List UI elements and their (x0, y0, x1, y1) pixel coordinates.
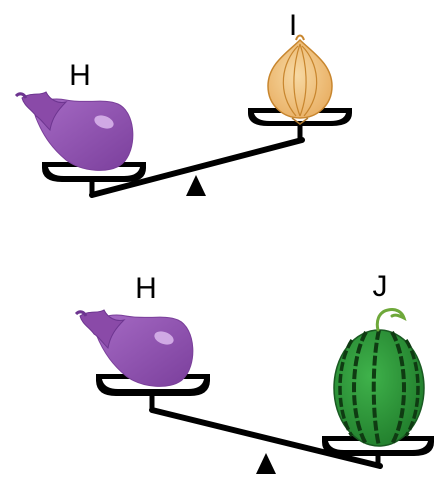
scale-1-eggplant-icon (16, 92, 133, 170)
scale-2-watermelon-icon (334, 309, 424, 446)
scale-1: H I (16, 9, 352, 196)
scale-1-right-label: I (289, 9, 297, 42)
scale-2-right-label: J (373, 270, 388, 303)
scale-2-fulcrum (256, 453, 276, 474)
scale-2-eggplant-icon (76, 310, 193, 386)
scale-1-left-label: H (69, 59, 91, 92)
scale-1-fulcrum (186, 175, 206, 196)
scale-2-left-label: H (135, 272, 157, 305)
scale-2: H J (76, 270, 434, 474)
